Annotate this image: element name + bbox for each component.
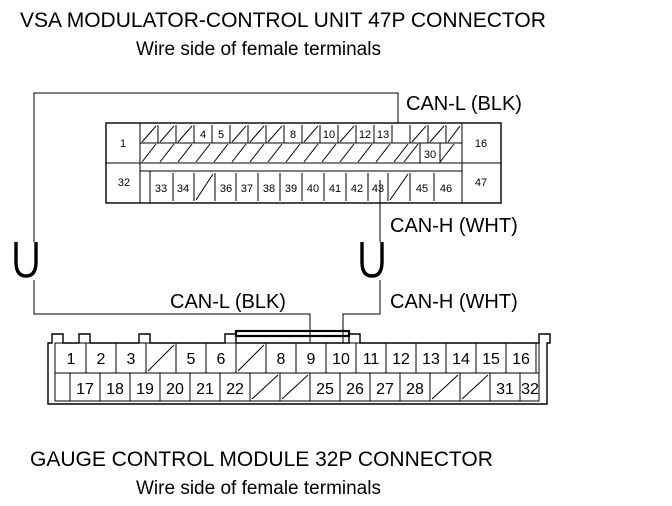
gauge-pin-10: 10	[332, 351, 350, 368]
gauge-pin-32: 32	[521, 381, 539, 398]
can-l-label-bottom: CAN-L (BLK)	[170, 291, 286, 313]
vsa-pin-13: 13	[377, 129, 389, 141]
gauge-pin-11: 11	[363, 351, 380, 368]
vsa-pin-33: 33	[155, 183, 167, 195]
vsa-47p-connector: 1 4 5 8 10 12 13 16 30 32 33 34 36 37 38…	[105, 122, 502, 204]
gauge-pin-28: 28	[406, 381, 424, 398]
vsa-pin-43: 43	[372, 183, 384, 195]
vsa-pin-45: 45	[416, 183, 428, 195]
vsa-pin-40: 40	[307, 183, 319, 195]
gauge-32p-connector: 1 2 3 5 6 8 9 10 11 12 13 14 15 16 17 18…	[47, 329, 551, 405]
connector-break-symbol	[360, 242, 384, 278]
vsa-pin-46: 46	[440, 183, 452, 195]
gauge-pin-25: 25	[316, 381, 334, 398]
vsa-pin-34: 34	[177, 183, 189, 195]
vsa-pin-16: 16	[475, 138, 487, 150]
vsa-pin-36: 36	[220, 183, 232, 195]
vsa-pin-39: 39	[285, 183, 297, 195]
vsa-pin-5: 5	[218, 129, 224, 141]
gauge-pin-2: 2	[97, 351, 106, 368]
vsa-unused-slot	[195, 173, 409, 201]
vsa-pin-1: 1	[120, 138, 126, 150]
gauge-title: GAUGE CONTROL MODULE 32P CONNECTOR	[30, 448, 493, 471]
gauge-pin-31: 31	[496, 381, 514, 398]
vsa-pin-4: 4	[200, 129, 206, 141]
vsa-pin-32: 32	[118, 177, 130, 189]
vsa-pin-47: 47	[475, 177, 487, 189]
gauge-pin-19: 19	[136, 381, 154, 398]
gauge-pin-21: 21	[196, 381, 214, 398]
gauge-pin-26: 26	[346, 381, 364, 398]
vsa-row-1	[141, 125, 461, 143]
vsa-pin-8: 8	[290, 129, 296, 141]
connector-break-symbol	[14, 242, 38, 278]
gauge-pin-16: 16	[512, 351, 530, 368]
can-h-wire	[342, 180, 384, 343]
can-h-label-top: CAN-H (WHT)	[390, 215, 518, 237]
vsa-title: VSA MODULATOR-CONTROL UNIT 47P CONNECTOR	[20, 9, 546, 32]
vsa-pin-38: 38	[263, 183, 275, 195]
gauge-pin-3: 3	[127, 351, 136, 368]
gauge-unused-slot	[147, 344, 265, 372]
gauge-unused-slot	[251, 374, 489, 400]
gauge-pin-6: 6	[217, 351, 226, 368]
vsa-pin-37: 37	[241, 183, 253, 195]
gauge-pin-9: 9	[307, 351, 316, 368]
vsa-pin-12: 12	[359, 129, 371, 141]
gauge-pin-13: 13	[422, 351, 440, 368]
can-l-wire	[14, 92, 399, 343]
vsa-pin-42: 42	[351, 183, 363, 195]
vsa-subtitle: Wire side of female terminals	[136, 39, 381, 60]
vsa-row-3	[172, 173, 435, 201]
gauge-pin-12: 12	[392, 351, 410, 368]
vsa-pin-30: 30	[424, 149, 436, 161]
gauge-subtitle: Wire side of female terminals	[136, 478, 381, 499]
gauge-pin-22: 22	[226, 381, 244, 398]
vsa-unused-slot	[141, 125, 461, 143]
can-l-label-top: CAN-L (BLK)	[406, 93, 522, 115]
gauge-pin-20: 20	[166, 381, 184, 398]
gauge-pin-8: 8	[277, 351, 286, 368]
gauge-pin-18: 18	[106, 381, 124, 398]
gauge-pin-14: 14	[452, 351, 470, 368]
vsa-row-2	[141, 143, 455, 163]
vsa-pin-41: 41	[329, 183, 341, 195]
gauge-pin-17: 17	[76, 381, 94, 398]
gauge-pin-15: 15	[482, 351, 500, 368]
vsa-pin-10: 10	[323, 129, 335, 141]
can-h-label-bottom: CAN-H (WHT)	[390, 291, 518, 313]
gauge-pin-5: 5	[187, 351, 196, 368]
gauge-pin-27: 27	[376, 381, 394, 398]
gauge-pin-1: 1	[67, 351, 76, 368]
